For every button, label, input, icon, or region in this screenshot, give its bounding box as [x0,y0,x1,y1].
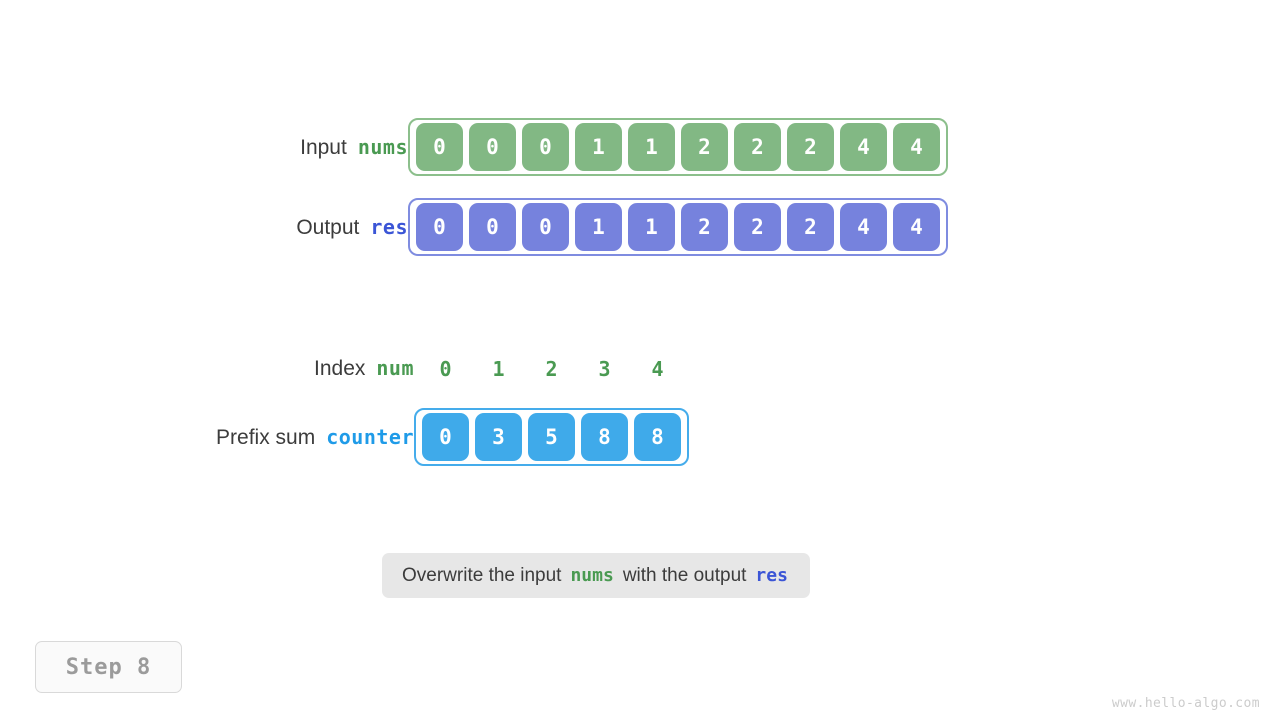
output-row-label: Output res [20,215,408,240]
prefix-label-text: Prefix sum [216,425,316,449]
caption-part-1: Overwrite the input [402,564,562,586]
input-label-text: Input [300,135,347,159]
prefix-sum-array-cell: 0 [422,413,469,461]
index-value: 1 [492,356,505,381]
output-array-cell: 4 [893,203,940,251]
input-array-cell: 4 [840,123,887,171]
caption-variable-nums: nums [570,565,614,586]
caption-part-2: with the output [622,564,747,586]
prefix-row-label: Prefix sum counter [9,425,414,450]
input-row-label: Input nums [20,135,408,160]
output-variable-name: res [370,214,408,239]
input-array-cell: 0 [522,123,569,171]
index-row-label: Index num [9,356,414,381]
caption-box: Overwrite the input nums with the output… [382,553,810,598]
input-array-cell: 1 [575,123,622,171]
index-label-text: Index [314,357,366,380]
index-value: 0 [439,356,452,381]
caption-variable-res: res [755,565,788,586]
prefix-variable-name: counter [326,424,414,449]
output-array-cell: 2 [734,203,781,251]
output-array-cell: 2 [681,203,728,251]
index-value: 3 [598,356,611,381]
input-array-cell: 0 [416,123,463,171]
output-array-cell: 0 [416,203,463,251]
output-array-cell: 2 [787,203,834,251]
prefix-sum-array-cell: 8 [634,413,681,461]
output-array-cell: 0 [469,203,516,251]
output-array-cell: 1 [628,203,675,251]
index-variable-name: num [376,356,414,380]
input-array-cell: 0 [469,123,516,171]
watermark: www.hello-algo.com [1111,696,1260,711]
step-badge: Step 8 [35,641,182,693]
input-variable-name: nums [357,134,408,159]
index-value: 2 [545,356,558,381]
index-row: Index num 0 1 2 3 4 [0,356,689,381]
prefix-sum-array-cell: 5 [528,413,575,461]
output-label-text: Output [296,215,360,239]
input-array-cell: 2 [734,123,781,171]
input-array-cell: 2 [681,123,728,171]
prefix-sum-array-cell: 8 [581,413,628,461]
index-strip: 0 1 2 3 4 [414,357,689,381]
output-array-cell: 0 [522,203,569,251]
input-array-cell: 4 [893,123,940,171]
prefix-sum-array-cell: 3 [475,413,522,461]
input-array-cell: 2 [787,123,834,171]
output-array-cell: 1 [575,203,622,251]
index-value: 4 [651,356,664,381]
output-array-cell: 4 [840,203,887,251]
input-array-cell: 1 [628,123,675,171]
